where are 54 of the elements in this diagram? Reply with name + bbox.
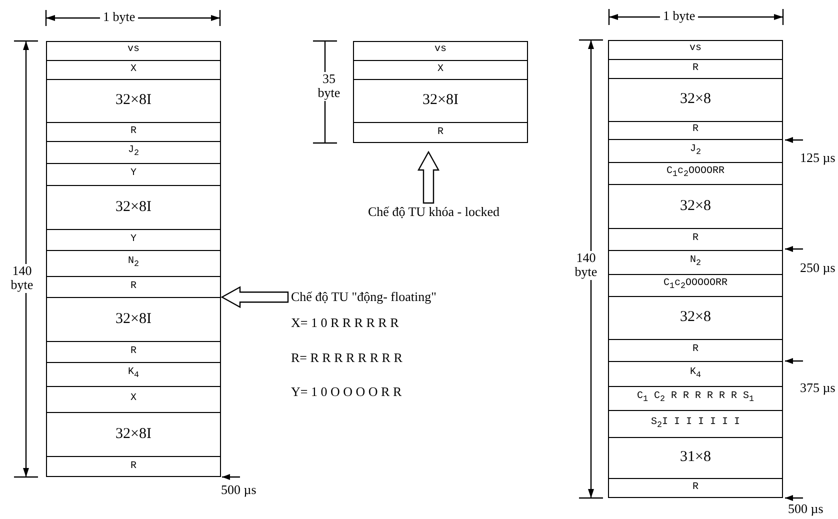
time-label: 250 µs xyxy=(800,261,836,276)
note-text: Y= 1 0 O O O O R R xyxy=(291,385,402,400)
field-label: 32×8 xyxy=(680,92,711,107)
dimension-label: 1 byte xyxy=(100,10,138,24)
field-label: X xyxy=(437,64,444,74)
hollow-arrow xyxy=(220,286,289,308)
frame-box xyxy=(46,41,221,477)
field-label: 32×8I xyxy=(116,426,152,442)
field-label: R xyxy=(692,483,698,493)
field-label: vs xyxy=(434,45,446,55)
note-text: R= R R R R R R R R xyxy=(291,351,402,366)
note-text: X= 1 0 R R R R R R xyxy=(291,316,399,330)
field-label: R xyxy=(692,64,698,74)
field-label: R xyxy=(130,346,136,356)
field-label: 32×8I xyxy=(116,93,152,108)
frame-box xyxy=(608,40,783,498)
field-label: 32×8 xyxy=(680,198,711,214)
field-label: C$_{1}$c$_{2}$OOOORR xyxy=(666,167,725,179)
field-label: Y xyxy=(130,169,136,179)
time-label: 375 µs xyxy=(800,381,836,396)
field-label: Y xyxy=(130,234,136,244)
field-label: C$_{1}$ C$_{2}$ R R R R R R S$_{1}$ xyxy=(636,392,754,404)
time-label: 125 µs xyxy=(800,151,836,166)
field-label: R xyxy=(692,125,698,135)
field-label: X xyxy=(130,394,136,404)
field-label: R xyxy=(437,128,444,138)
field-label: 32×8I xyxy=(116,312,152,326)
field-label: K$_{4}$ xyxy=(128,368,139,380)
field-label: 32×8I xyxy=(422,93,458,108)
field-label: 32×8I xyxy=(116,200,152,214)
time-label: 500 µs xyxy=(221,483,256,498)
field-label: J$_{2}$ xyxy=(690,144,701,156)
field-label: S$_{2}$I I I I I I I xyxy=(650,418,740,430)
field-label: K$_{4}$ xyxy=(690,368,701,380)
field-label: 31×8 xyxy=(680,450,711,465)
field-label: R xyxy=(692,234,698,244)
field-label: R xyxy=(130,462,136,472)
hollow-arrow xyxy=(417,150,440,204)
field-label: J$_{2}$ xyxy=(128,146,139,158)
frame-box xyxy=(353,41,528,143)
field-label: N$_{2}$ xyxy=(690,256,701,268)
field-label: C$_{1}$c$_{2}$OOOOORR xyxy=(663,279,728,291)
field-label: 32×8 xyxy=(680,310,711,325)
dimension-label: 1 byte xyxy=(660,9,698,24)
mode-caption: Chế độ TU "động- floating" xyxy=(291,290,436,304)
field-label: X xyxy=(130,64,136,74)
field-label: vs xyxy=(689,44,702,54)
field-label: R xyxy=(130,282,136,292)
time-label: 500 µs xyxy=(788,502,824,516)
field-label: vs xyxy=(127,45,140,55)
mode-caption: Chế độ TU khóa - locked xyxy=(368,205,500,220)
field-label: N$_{2}$ xyxy=(128,257,139,269)
field-label: R xyxy=(692,345,698,355)
field-label: R xyxy=(130,126,136,136)
